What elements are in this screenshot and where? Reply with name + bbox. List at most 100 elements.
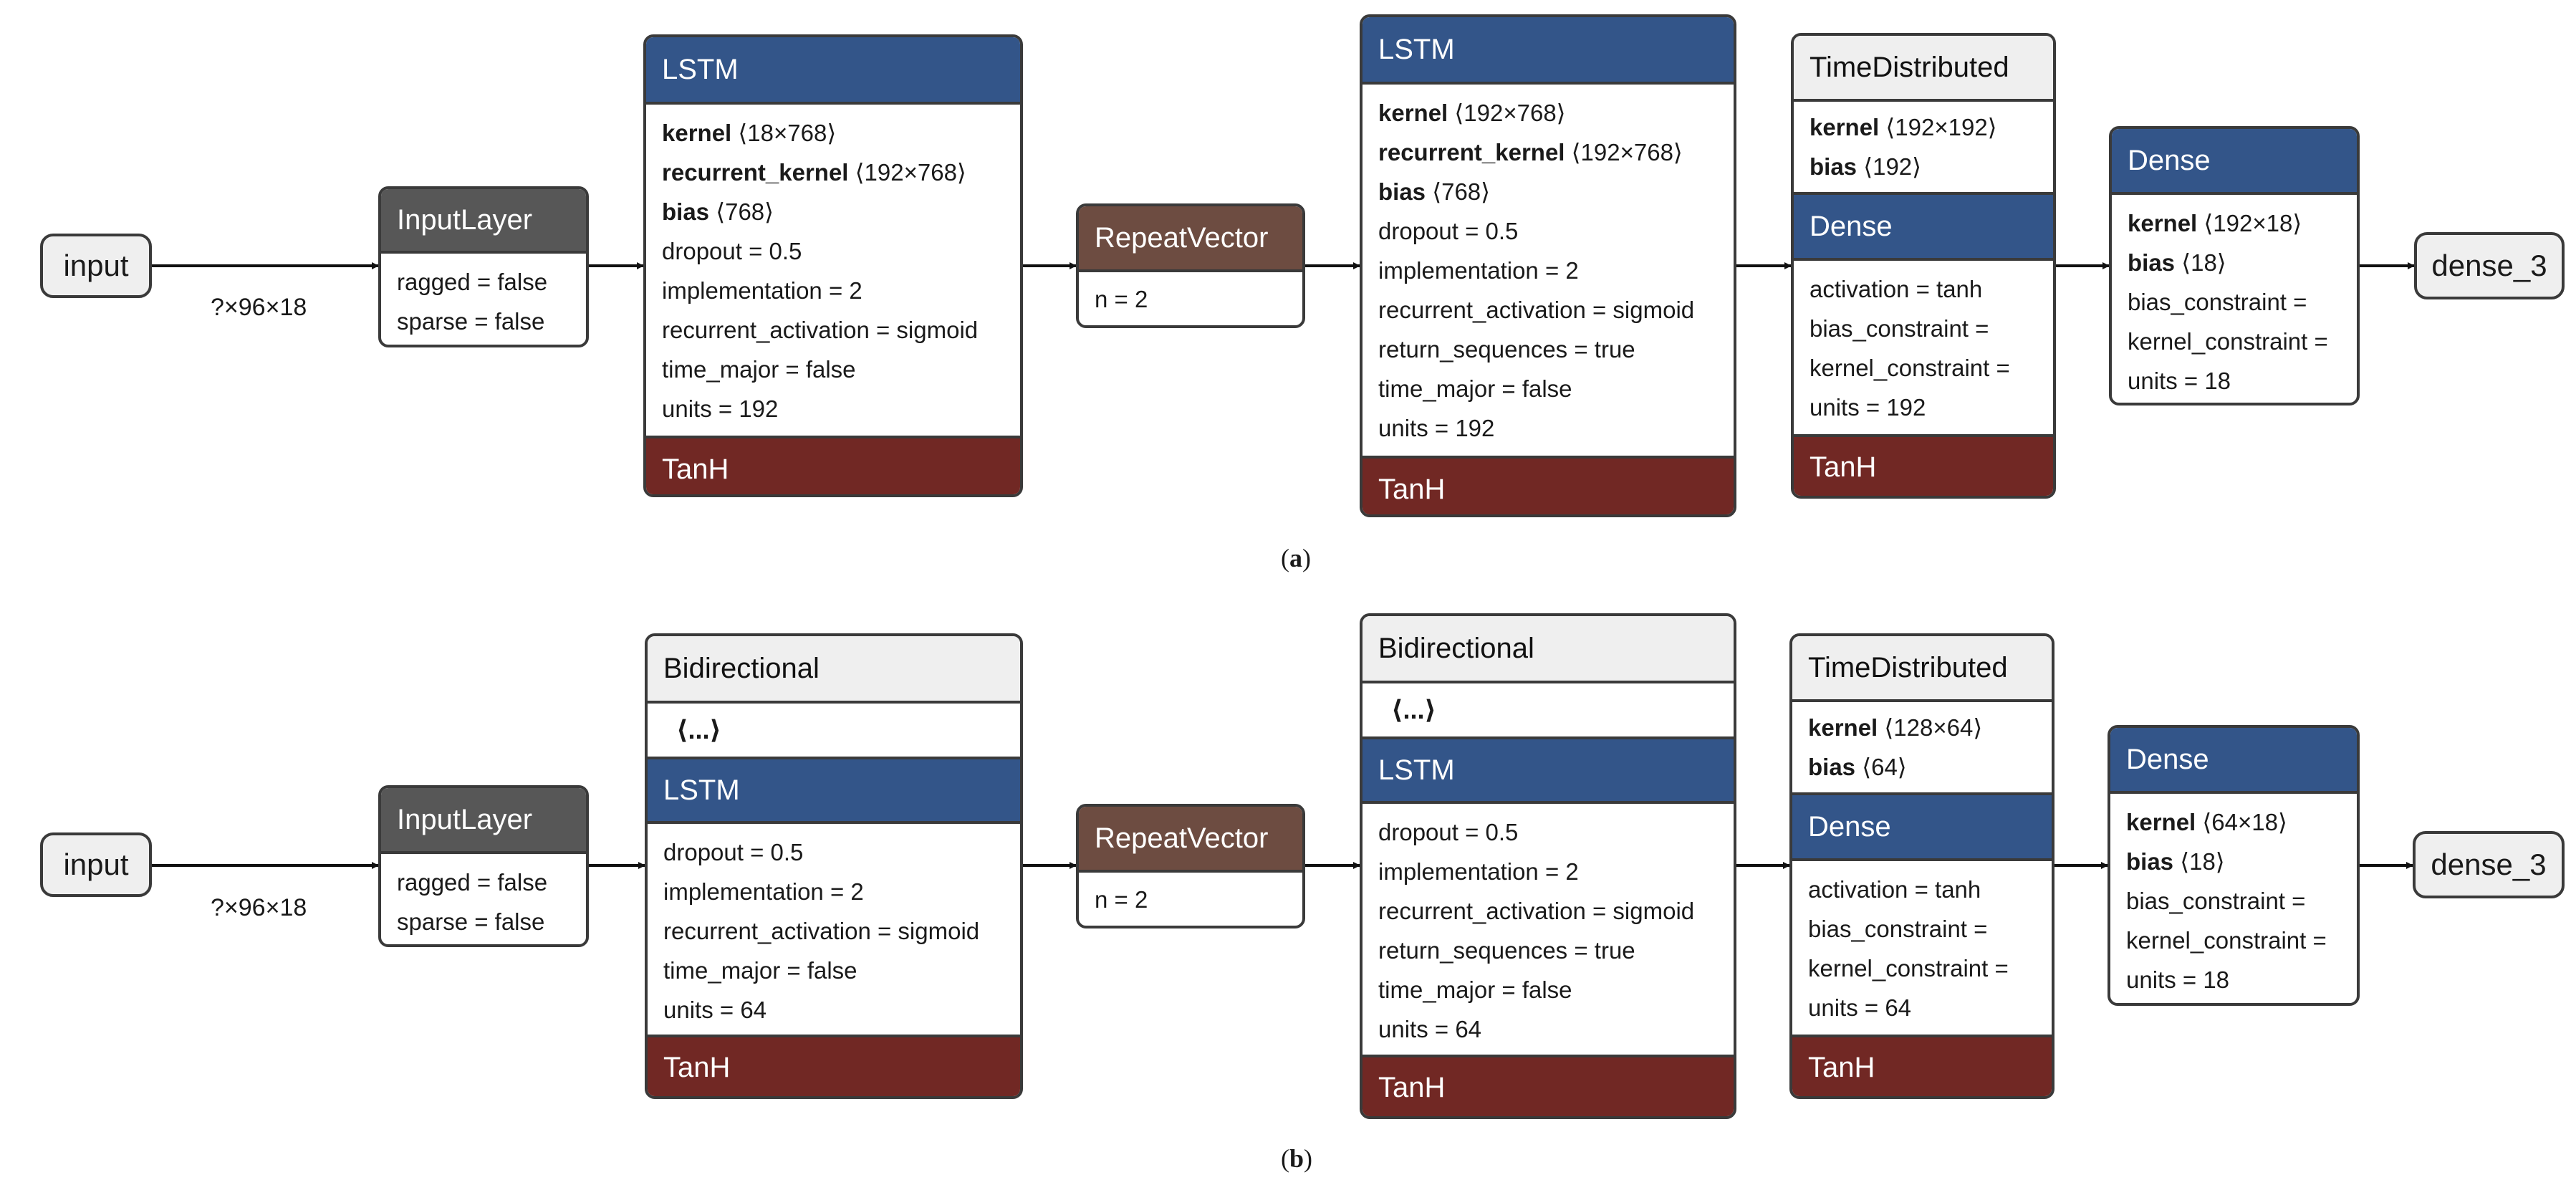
weight-name: bias xyxy=(2126,848,2174,875)
prop-line: units = 64 xyxy=(1378,1016,1482,1042)
caption-b: (b) xyxy=(1281,1144,1313,1173)
lstm-props: dropout = 0.5 implementation = 2 recurre… xyxy=(1363,801,1734,1055)
weight-line: bias ⟨768⟩ xyxy=(662,192,1004,231)
weight-line: recurrent_kernel ⟨192×768⟩ xyxy=(662,153,1004,192)
prop-line: recurrent_activation = sigmoid xyxy=(662,317,979,343)
prop-line: ragged = false xyxy=(397,869,548,896)
input-shape-label: ?×96×18 xyxy=(211,894,307,921)
caption-letter: a xyxy=(1289,544,1302,572)
prop-line: kernel_constraint = xyxy=(1808,955,2009,982)
prop-line: kernel_constraint = xyxy=(2126,927,2327,954)
prop-line: dropout = 0.5 xyxy=(1378,819,1519,845)
weight-shape: ⟨18×768⟩ xyxy=(738,120,837,146)
activation-footer: TanH xyxy=(1363,456,1734,514)
prop-line: activation = tanh xyxy=(1810,276,1983,302)
timedistributed-title: TimeDistributed xyxy=(1792,636,2052,699)
dense-inner-title: Dense xyxy=(1792,792,2052,858)
weight-name: kernel xyxy=(2126,809,2196,835)
timedistributed-node: TimeDistributed kernel ⟨128×64⟩ bias ⟨64… xyxy=(1789,633,2054,1099)
weight-name: kernel xyxy=(1810,114,1880,140)
weight-line: bias ⟨768⟩ xyxy=(1378,172,1718,211)
repeatvector-title: RepeatVector xyxy=(1079,206,1302,269)
input-shape-label: ?×96×18 xyxy=(211,294,307,321)
weight-line: bias ⟨192⟩ xyxy=(1810,147,2037,186)
inputlayer-props: ragged = false sparse = false xyxy=(381,851,586,944)
inputlayer-node: InputLayer ragged = false sparse = false xyxy=(378,785,589,947)
prop-line: time_major = false xyxy=(662,356,856,383)
dense-props: kernel ⟨192×18⟩ bias ⟨18⟩ bias_constrain… xyxy=(2112,192,2357,403)
weight-shape: ⟨768⟩ xyxy=(716,198,774,225)
prop-line: ragged = false xyxy=(397,269,548,295)
inputlayer-title: InputLayer xyxy=(381,189,586,251)
repeatvector-node: RepeatVector n = 2 xyxy=(1076,804,1305,928)
timedistributed-props: activation = tanh bias_constraint = kern… xyxy=(1792,858,2052,1035)
input-node: input xyxy=(40,234,152,298)
prop-line: sparse = false xyxy=(397,908,545,935)
weight-shape: ⟨192×768⟩ xyxy=(855,159,966,186)
prop-line: n = 2 xyxy=(1095,286,1148,312)
lstm1-node: LSTM kernel ⟨18×768⟩ recurrent_kernel ⟨1… xyxy=(643,34,1023,497)
prop-line: units = 64 xyxy=(663,997,767,1023)
prop-line: bias_constraint = xyxy=(2128,289,2307,315)
timedistributed-title: TimeDistributed xyxy=(1794,36,2053,99)
weight-shape: ⟨18⟩ xyxy=(2181,249,2226,276)
lstm2-node: LSTM kernel ⟨192×768⟩ recurrent_kernel ⟨… xyxy=(1360,14,1736,517)
lstm-inner-title: LSTM xyxy=(1363,736,1734,801)
activation-footer: TanH xyxy=(648,1035,1020,1096)
weight-shape: ⟨64×18⟩ xyxy=(2202,809,2287,835)
repeatvector-props: n = 2 xyxy=(1079,269,1302,325)
bidirectional2-node: Bidirectional ⟨...⟩ LSTM dropout = 0.5 i… xyxy=(1360,613,1736,1119)
prop-line: return_sequences = true xyxy=(1378,937,1635,964)
timedistributed-node: TimeDistributed kernel ⟨192×192⟩ bias ⟨1… xyxy=(1791,33,2056,499)
inputlayer-props: ragged = false sparse = false xyxy=(381,251,586,345)
weight-shape: ⟨192⟩ xyxy=(1863,153,1922,180)
prop-line: bias_constraint = xyxy=(1808,916,1988,942)
weight-shape: ⟨128×64⟩ xyxy=(1884,714,1983,741)
dense-props: kernel ⟨64×18⟩ bias ⟨18⟩ bias_constraint… xyxy=(2110,791,2357,1003)
prop-line: time_major = false xyxy=(1378,976,1572,1003)
weight-name: bias xyxy=(1378,178,1426,205)
dense-title: Dense xyxy=(2112,129,2357,192)
prop-line: time_major = false xyxy=(1378,375,1572,402)
dense-title: Dense xyxy=(2110,728,2357,791)
prop-line: dropout = 0.5 xyxy=(663,839,804,865)
prop-line: return_sequences = true xyxy=(1378,336,1635,363)
weight-name: recurrent_kernel xyxy=(1378,139,1565,165)
lstm-props: dropout = 0.5 implementation = 2 recurre… xyxy=(648,821,1020,1035)
repeatvector-title: RepeatVector xyxy=(1079,807,1302,870)
activation-footer: TanH xyxy=(1363,1055,1734,1116)
weight-shape: ⟨18⟩ xyxy=(2180,848,2225,875)
dense-node: Dense kernel ⟨192×18⟩ bias ⟨18⟩ bias_con… xyxy=(2109,126,2360,405)
bidirectional-ellipsis: ⟨...⟩ xyxy=(1363,681,1734,736)
prop-line: dropout = 0.5 xyxy=(662,238,802,264)
timedistributed-weights: kernel ⟨192×192⟩ bias ⟨192⟩ xyxy=(1794,99,2053,192)
weight-shape: ⟨768⟩ xyxy=(1432,178,1491,205)
inputlayer-title: InputLayer xyxy=(381,788,586,851)
weight-line: kernel ⟨18×768⟩ xyxy=(662,113,1004,153)
timedistributed-weights: kernel ⟨128×64⟩ bias ⟨64⟩ xyxy=(1792,699,2052,792)
weight-line: bias ⟨64⟩ xyxy=(1808,747,2036,787)
prop-line: implementation = 2 xyxy=(663,878,864,905)
activation-footer: TanH xyxy=(1792,1035,2052,1096)
prop-line: units = 192 xyxy=(662,395,779,422)
prop-line: implementation = 2 xyxy=(1378,858,1579,885)
lstm-inner-title: LSTM xyxy=(648,757,1020,821)
prop-line: n = 2 xyxy=(1095,886,1148,913)
weight-name: kernel xyxy=(662,120,732,146)
weight-name: kernel xyxy=(2128,210,2198,236)
weight-name: kernel xyxy=(1378,100,1448,126)
weight-line: bias ⟨18⟩ xyxy=(2126,842,2341,881)
weight-line: kernel ⟨192×18⟩ xyxy=(2128,203,2341,243)
prop-line: kernel_constraint = xyxy=(1810,355,2010,381)
prop-line: recurrent_activation = sigmoid xyxy=(663,918,980,944)
input-node: input xyxy=(40,832,152,897)
bidirectional1-node: Bidirectional ⟨...⟩ LSTM dropout = 0.5 i… xyxy=(645,633,1023,1099)
prop-line: recurrent_activation = sigmoid xyxy=(1378,297,1695,323)
weight-line: recurrent_kernel ⟨192×768⟩ xyxy=(1378,133,1718,172)
output-node: dense_3 xyxy=(2413,831,2565,898)
weight-name: kernel xyxy=(1808,714,1878,741)
weight-name: recurrent_kernel xyxy=(662,159,849,186)
weight-name: bias xyxy=(1810,153,1857,180)
weight-shape: ⟨64⟩ xyxy=(1862,754,1907,780)
